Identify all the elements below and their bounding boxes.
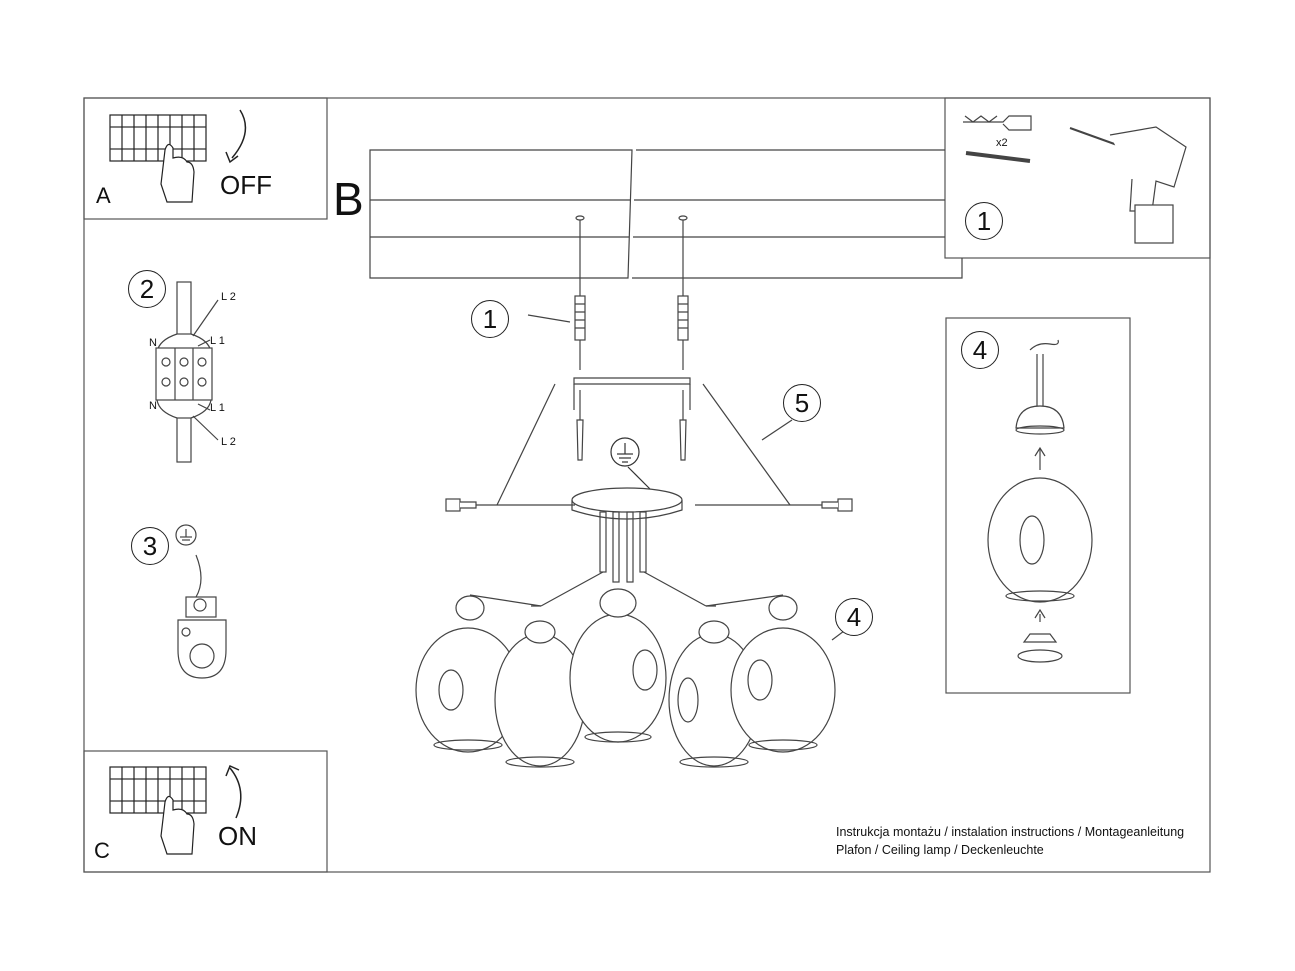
step-number-wiring: 2 [128,270,166,308]
tools-illustration [963,115,1187,244]
dowel-count-label: x2 [996,137,1008,149]
rotate-up-arrow-icon [229,767,242,819]
panel-c-letter: C [94,838,110,863]
step-number-shades: 4 [835,598,873,636]
ground-terminal-illustration [175,524,227,679]
panel-shade-detail-frame [945,317,1131,694]
wire-label-l2-bottom: L 2 [221,436,236,448]
panel-c-frame [83,750,328,873]
step-number-ground: 3 [131,527,169,565]
wire-label-l2-top: L 2 [221,291,236,303]
panel-a-letter: A [96,183,111,208]
step-number-bracket: 5 [783,384,821,422]
ground-symbol-icon [610,437,651,490]
outer-frame [83,97,1211,873]
rotate-down-arrowhead-icon [225,151,239,164]
breaker-on-illustration [109,766,207,855]
off-label: OFF [220,170,272,200]
wire-label-l1-bottom: L 1 [210,402,225,414]
step-number-tools: 1 [965,202,1003,240]
rotate-down-arrow-icon [231,109,247,159]
breaker-off-illustration [109,114,207,203]
step-number-shade-detail: 4 [961,331,999,369]
footer-line-1: Instrukcja montażu / instalation instruc… [836,825,1185,839]
panel-b-letter: B [333,173,364,225]
ceiling-illustration [369,149,963,279]
wiring-illustration [155,281,219,463]
shade-assembly-illustration [987,339,1093,663]
footer-line-2: Plafon / Ceiling lamp / Deckenleuchte [836,843,1044,857]
rotate-up-arrowhead-icon [225,764,240,777]
dowels-illustration [527,220,689,370]
chandelier-illustration [415,487,853,768]
mounting-bracket-illustration [445,377,853,512]
wire-label-n-bottom: N [149,400,157,412]
panel-tools-frame [944,97,1211,259]
on-label: ON [218,821,257,851]
wire-label-n-top: N [149,337,157,349]
panel-a-frame [83,97,328,220]
wire-label-l1-top: L 1 [210,335,225,347]
step-number-dowels: 1 [471,300,509,338]
